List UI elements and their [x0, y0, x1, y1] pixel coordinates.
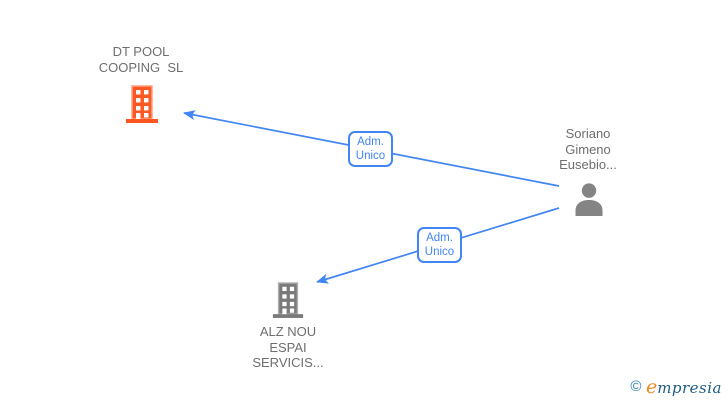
- edge-label-line: Unico: [424, 246, 455, 258]
- node-label-alz-nou-espai[interactable]: ALZ NOU ESPAI SERVICIS...: [217, 324, 359, 371]
- edge-label-line: Adm.: [426, 232, 453, 244]
- node-label-line: SERVICIS...: [252, 355, 324, 370]
- node-label-line: Gimeno: [565, 141, 611, 157]
- edge-label-adm-unico-2: Adm. Unico: [417, 227, 462, 263]
- node-label-line: ALZ NOU: [259, 324, 317, 339]
- edge-label-line: Unico: [355, 150, 386, 162]
- empresia-watermark[interactable]: © empresia: [630, 376, 722, 398]
- edge-label-line: Adm.: [357, 136, 384, 148]
- copyright-icon: ©: [630, 378, 642, 395]
- node-label-line: DT POOL: [112, 44, 170, 59]
- person-icon-soriano-gimeno[interactable]: [572, 183, 606, 216]
- edge-label-adm-unico-1: Adm. Unico: [348, 131, 393, 167]
- node-label-line: Soriano: [565, 126, 611, 141]
- node-label-soriano-gimeno[interactable]: Soriano Gimeno Eusebio...: [528, 126, 648, 173]
- company-building-icon-alz-nou[interactable]: [271, 281, 305, 319]
- brand-initial: e: [645, 376, 658, 398]
- node-label-line: Eusebio...: [559, 157, 617, 172]
- node-label-line: ESPAI: [269, 339, 307, 355]
- brand-rest: mpresia: [657, 379, 722, 397]
- brand-logo-text: empresia: [645, 376, 722, 398]
- node-label-line: COOPING SL: [98, 59, 184, 75]
- node-label-dt-pool-cooping[interactable]: DT POOL COOPING SL: [57, 44, 225, 75]
- company-building-icon-dt-pool[interactable]: [124, 84, 160, 124]
